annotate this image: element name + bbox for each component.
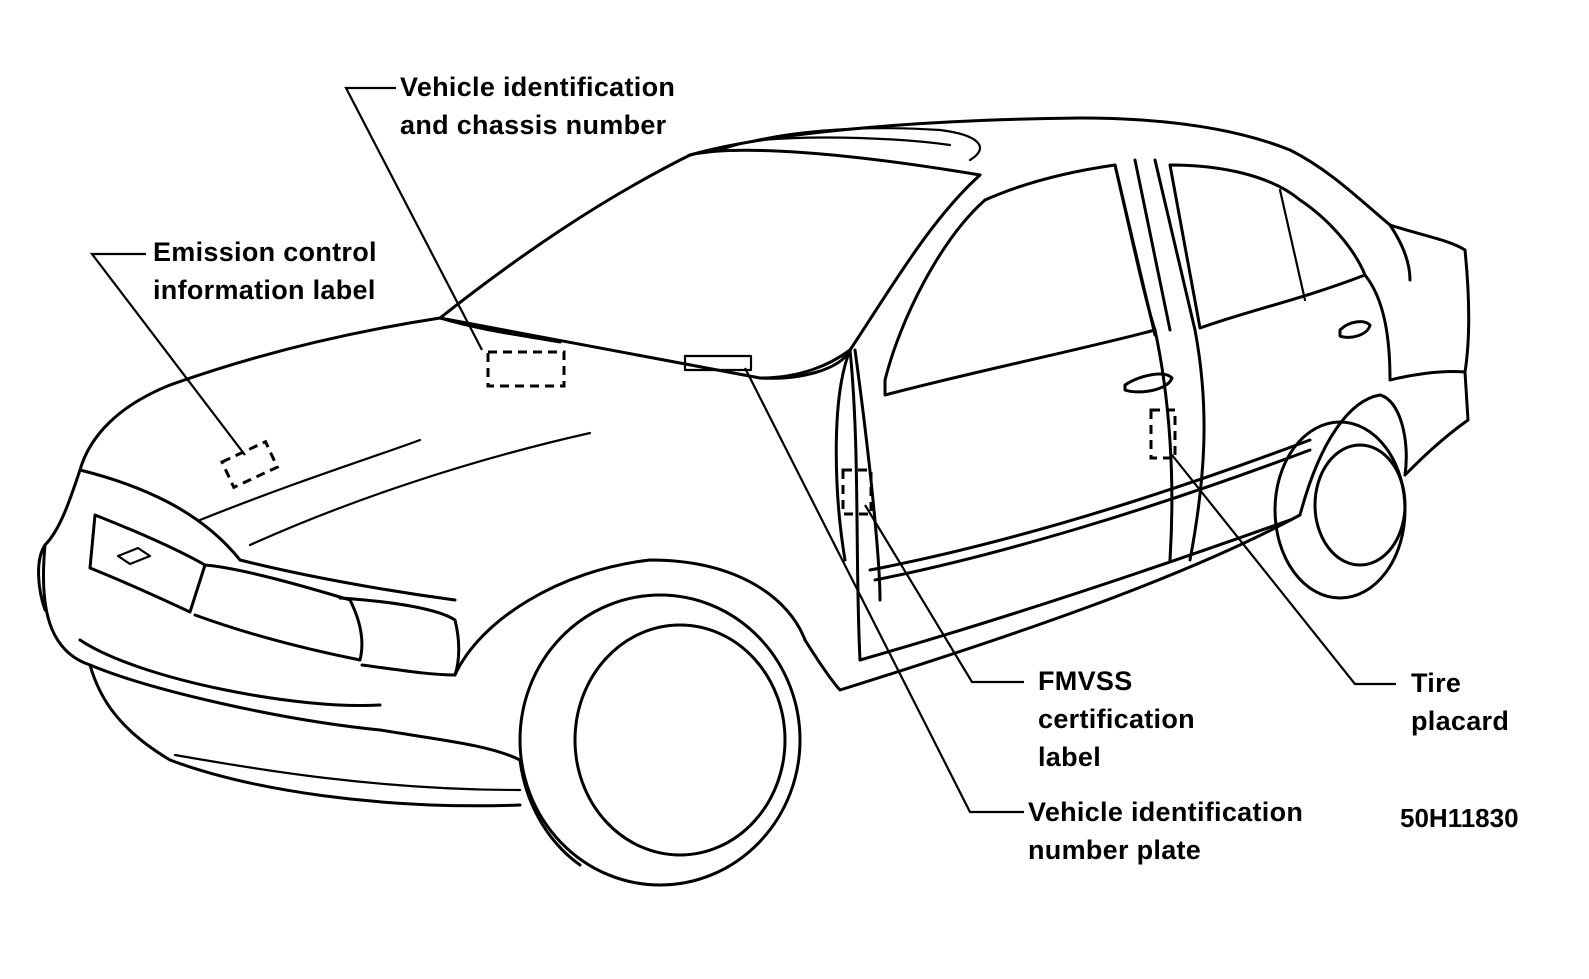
emission-line-2: information label — [153, 275, 376, 305]
vin-plate-callout: Vehicle identification number plate — [1028, 793, 1303, 869]
fmvss-line-1: FMVSS — [1038, 666, 1133, 696]
fmvss-callout: FMVSS certification label — [1038, 662, 1195, 776]
tire-line-1: Tire — [1411, 668, 1462, 698]
vin-chassis-line-2: and chassis number — [400, 110, 667, 140]
figure-code: 50H11830 — [1400, 803, 1519, 833]
tire-placard-location — [1149, 408, 1177, 460]
tire-leader — [1171, 454, 1396, 686]
fmvss-line-3: label — [1038, 742, 1102, 772]
label-locations — [220, 350, 1177, 516]
vin-plate-leader — [744, 367, 1024, 814]
vin-plate-location — [683, 354, 753, 372]
fmvss-leader — [864, 504, 1024, 684]
tire-line-2: placard — [1411, 706, 1510, 736]
fmvss-label-location — [841, 468, 873, 516]
vin-plate-line-1: Vehicle identification — [1028, 797, 1304, 827]
emission-line-1: Emission control — [153, 237, 377, 267]
tire-callout: Tire placard — [1411, 664, 1509, 740]
emission-callout: Emission control information label — [153, 233, 377, 309]
emission-leader — [89, 252, 246, 456]
vin-chassis-location — [486, 350, 566, 388]
fmvss-line-2: certification — [1038, 704, 1195, 734]
car-outline — [37, 116, 1471, 887]
leader-lines — [89, 86, 1396, 814]
vin-chassis-leader — [344, 86, 483, 351]
vin-chassis-callout: Vehicle identification and chassis numbe… — [400, 68, 675, 144]
vin-plate-line-2: number plate — [1028, 835, 1202, 865]
vin-chassis-line-1: Vehicle identification — [400, 72, 676, 102]
emission-label-location — [220, 439, 280, 490]
